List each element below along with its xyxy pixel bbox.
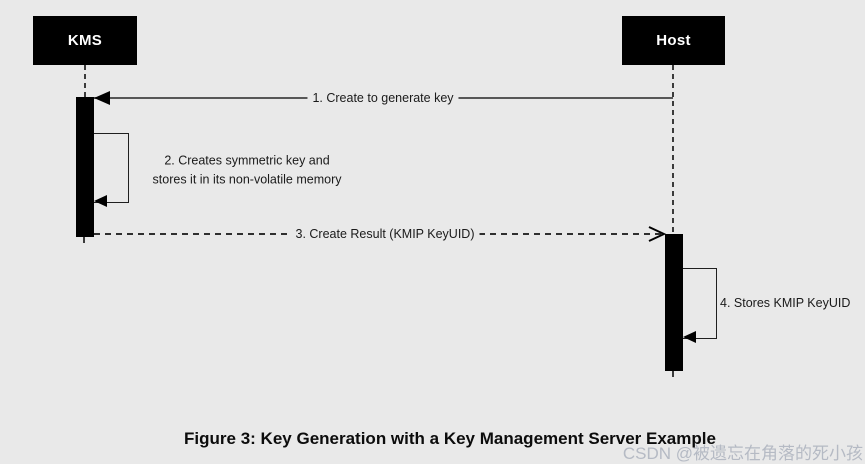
kms-lifeline — [84, 65, 86, 98]
host-activation-bar — [665, 234, 683, 371]
message-3-label: 3. Create Result (KMIP KeyUID) — [290, 227, 480, 241]
actor-box-kms: KMS — [33, 16, 137, 65]
kms-lifeline-tail — [83, 237, 85, 243]
actor-label-kms: KMS — [67, 32, 103, 49]
message-2-label: 2. Creates symmetric key and stores it i… — [152, 153, 342, 187]
kms-activation-bar — [76, 97, 94, 237]
actor-label-host: Host — [656, 32, 691, 49]
solid-arrowhead-icon — [94, 195, 107, 207]
host-lifeline-tail — [672, 371, 674, 377]
figure-caption: Figure 3: Key Generation with a Key Mana… — [184, 429, 716, 448]
message-1-label: 1. Create to generate key — [307, 91, 459, 105]
self-message-4-loop — [683, 268, 717, 339]
host-lifeline — [672, 65, 674, 234]
watermark: CSDN @被遗忘在角落的死小孩 — [622, 444, 863, 463]
solid-arrowhead-icon — [683, 331, 696, 343]
actor-box-host: Host — [622, 16, 725, 65]
message-4-label: 4. Stores KMIP KeyUID — [720, 296, 851, 310]
self-message-2-loop — [94, 133, 129, 203]
solid-arrowhead-icon — [94, 91, 110, 105]
open-arrowhead-icon — [648, 226, 666, 242]
